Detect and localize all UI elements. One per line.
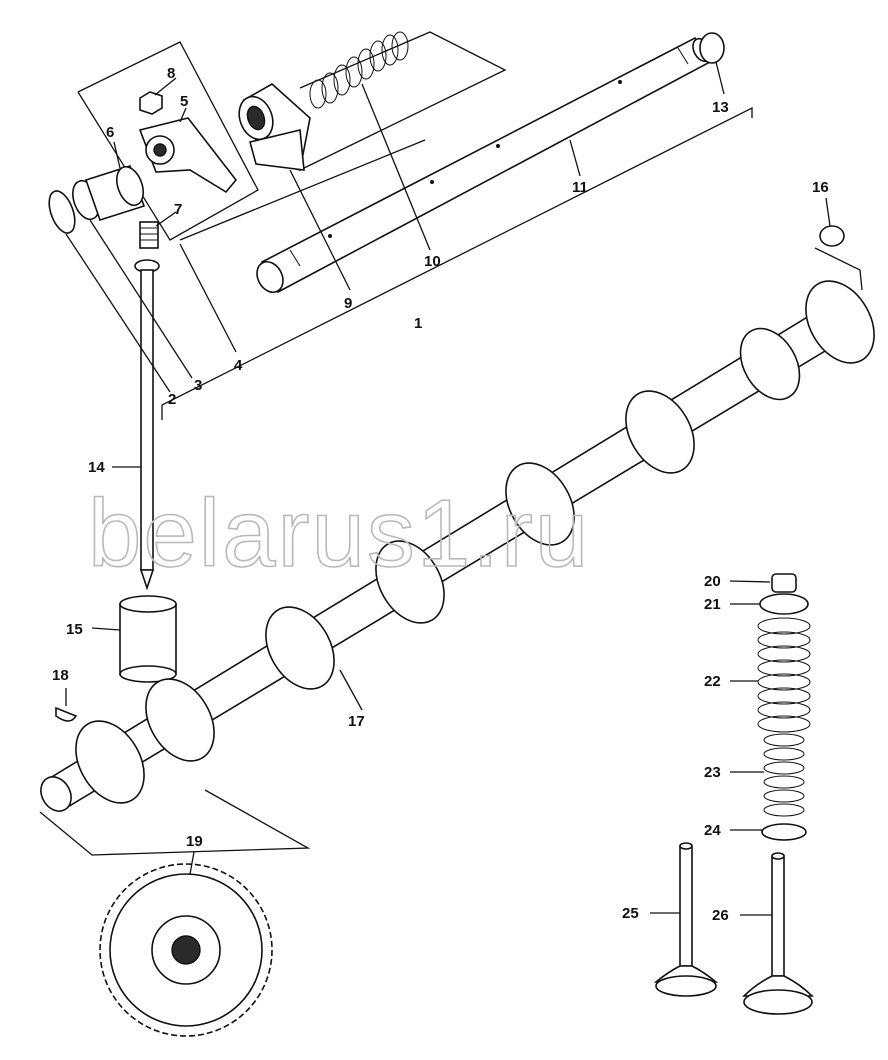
callout-25: 25 <box>622 905 639 922</box>
push-rod <box>134 259 160 591</box>
callout-15: 15 <box>66 621 83 638</box>
callout-16: 16 <box>812 179 829 196</box>
exhaust-valve <box>742 852 814 1015</box>
rocker-bracket <box>238 83 311 171</box>
watermark: belarus1.ru <box>88 480 590 587</box>
camshaft-gear <box>99 863 273 1037</box>
callout-5: 5 <box>180 93 188 110</box>
camshaft <box>40 280 875 812</box>
callout-10: 10 <box>424 253 441 270</box>
callout-4: 4 <box>234 357 243 374</box>
valve-collet <box>771 573 797 593</box>
callout-26: 26 <box>712 907 729 924</box>
callout-2: 2 <box>168 391 176 408</box>
rocker-shaft <box>256 36 712 294</box>
circlip <box>48 190 76 234</box>
outer-valve-spring <box>757 617 811 733</box>
callout-17: 17 <box>348 713 365 730</box>
adjusting-screw <box>139 221 159 249</box>
callout-11: 11 <box>572 179 588 196</box>
intake-valve <box>653 842 719 997</box>
callout-13: 13 <box>712 99 729 116</box>
spring-retainer <box>759 593 809 615</box>
callout-18: 18 <box>52 667 69 684</box>
spring-seat-washer <box>761 823 807 841</box>
callout-24: 24 <box>704 822 721 839</box>
callout-labels: 8 5 6 7 2 3 4 9 1 10 11 13 16 14 15 18 1… <box>52 65 829 924</box>
callout-22: 22 <box>704 673 721 690</box>
callout-6: 6 <box>106 124 114 141</box>
woodruff-key <box>55 706 78 722</box>
callout-14: 14 <box>88 459 105 476</box>
rocker-spring <box>309 31 409 109</box>
callout-19: 19 <box>186 833 203 850</box>
callout-3: 3 <box>194 377 202 394</box>
callout-9: 9 <box>344 295 352 312</box>
callout-23: 23 <box>704 764 721 781</box>
rocker-arm <box>138 117 238 194</box>
callout-21: 21 <box>704 596 721 613</box>
lock-nut <box>139 91 163 115</box>
callout-8: 8 <box>167 65 175 82</box>
callout-1: 1 <box>414 315 422 332</box>
tappet <box>119 595 177 683</box>
callout-7: 7 <box>174 201 182 218</box>
shaft-plug <box>699 32 725 64</box>
callout-20: 20 <box>704 573 721 590</box>
cam-plug <box>819 225 845 247</box>
bushing <box>84 165 146 221</box>
inner-valve-spring <box>763 733 805 817</box>
leader-lines <box>65 61 831 916</box>
